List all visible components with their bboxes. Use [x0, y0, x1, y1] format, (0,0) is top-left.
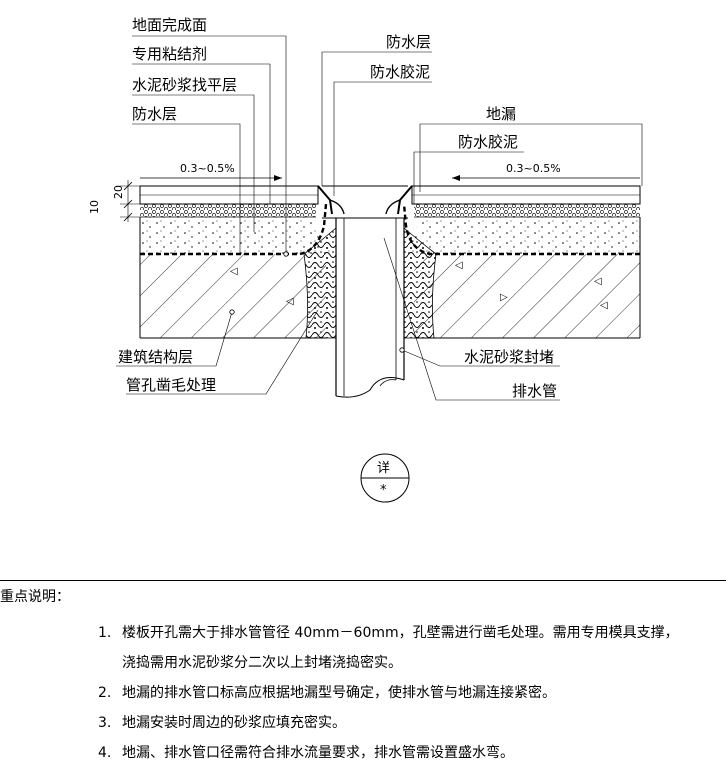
adhesive-layer: [140, 203, 640, 218]
note-text: 地漏安装时周边的砂浆应填充密实。: [122, 715, 346, 731]
label-structure: 建筑结构层: [118, 348, 193, 366]
mortar-seal: [303, 227, 437, 339]
drain-pipe: [335, 218, 405, 398]
dim-20: 20: [112, 185, 125, 199]
detail-symbol-bottom: *: [380, 483, 387, 498]
svg-text:◁: ◁: [230, 266, 238, 277]
label-drain-pipe: 排水管: [512, 382, 557, 400]
note-number: 2.: [98, 685, 112, 701]
note-text: 楼板开孔需大于排水管管径 40mm－60mm，孔壁需进行凿毛处理。需用专用模具支…: [122, 625, 679, 641]
note-number: 1.: [98, 625, 112, 641]
label-waterproof-left: 防水层: [132, 105, 177, 123]
svg-text:◁: ◁: [455, 260, 463, 271]
leaders-right: [321, 51, 643, 401]
note-number: 3.: [98, 715, 112, 731]
leaders-left: [116, 35, 319, 395]
note-item: 1. 楼板开孔需大于排水管管径 40mm－60mm，孔壁需进行凿毛处理。需用专用模…: [98, 622, 679, 642]
detail-symbol-top: 详: [377, 461, 390, 476]
dim-10: 10: [88, 200, 101, 214]
note-item: 2. 地漏的排水管口标高应根据地漏型号确定，使排水管与地漏连接紧密。: [98, 682, 556, 702]
floor-finish: [139, 185, 641, 205]
slope-arrow-left: 0.3~0.5%: [140, 162, 282, 181]
label-floor-finish: 地面完成面: [132, 16, 207, 34]
slope-arrow-right: 0.3~0.5%: [452, 162, 640, 181]
label-waterproof-top: 防水层: [386, 33, 431, 51]
label-hole-roughen: 管孔凿毛处理: [126, 376, 216, 394]
label-adhesive: 专用粘结剂: [132, 45, 207, 63]
slope-label-right: 0.3~0.5%: [506, 162, 561, 175]
svg-text:▷: ▷: [500, 292, 508, 303]
svg-text:◁: ◁: [594, 276, 602, 287]
note-text: 地漏、排水管口径需符合排水流量要求，排水管需设置盛水弯。: [122, 745, 514, 761]
note-item: 4. 地漏、排水管口径需符合排水流量要求，排水管需设置盛水弯。: [98, 742, 514, 762]
detail-symbol: 详 *: [360, 453, 410, 503]
svg-text:◁: ◁: [600, 300, 608, 311]
floor-drain-section-drawing: ◁ ◁ ◁ ▷ ◁ ◁: [88, 16, 643, 503]
dimension-marks: 20 10: [88, 180, 140, 222]
structure-slab: ◁ ◁ ◁ ▷ ◁ ◁: [139, 254, 641, 339]
label-floor-drain: 地漏: [486, 105, 516, 123]
notes-section: 重点说明： 1. 楼板开孔需大于排水管管径 40mm－60mm，孔壁需进行凿毛处理…: [0, 580, 726, 764]
note-number: 4.: [98, 745, 112, 761]
note-text-continued: 浇捣需用水泥砂浆分二次以上封堵浇捣密实。: [122, 655, 402, 671]
floor-drain-body: [317, 185, 413, 219]
divider: [0, 580, 726, 581]
mortar-leveling-layer: [139, 217, 641, 254]
label-mortar-seal: 水泥砂浆封堵: [464, 348, 554, 366]
label-mortar-leveling: 水泥砂浆找平层: [132, 76, 237, 94]
label-waterproof-glue-right: 防水胶泥: [458, 133, 518, 151]
note-text: 地漏的排水管口标高应根据地漏型号确定，使排水管与地漏连接紧密。: [122, 685, 556, 701]
note-item: 3. 地漏安装时周边的砂浆应填充密实。: [98, 712, 346, 732]
notes-title: 重点说明：: [0, 589, 70, 605]
svg-text:◁: ◁: [286, 296, 294, 307]
label-waterproof-glue-top: 防水胶泥: [370, 63, 430, 81]
slope-label-left: 0.3~0.5%: [180, 162, 235, 175]
